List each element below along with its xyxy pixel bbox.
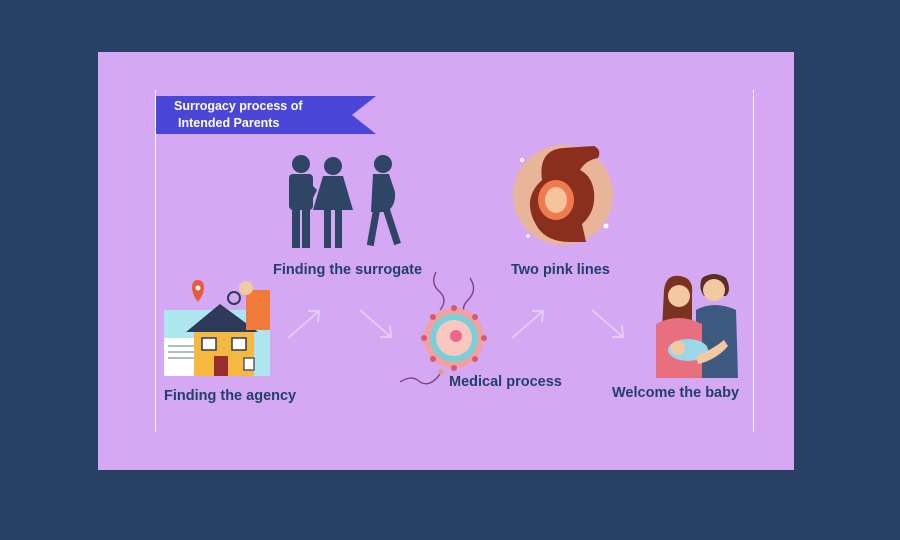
title-banner: Surrogacy process of Intended Parents (156, 96, 376, 134)
banner-ribbon-shape (156, 96, 376, 134)
step-label-medical-process: Medical process (449, 374, 562, 390)
diagram-card: Surrogacy process of Intended Parents Fi… (98, 52, 794, 470)
step-label-finding-surrogate: Finding the surrogate (273, 262, 423, 278)
step-label-two-pink-lines: Two pink lines (511, 262, 610, 278)
egg-cell-icon (400, 271, 487, 385)
step-label-finding-agency: Finding the agency (164, 388, 297, 404)
arrow-down-right-1 (359, 309, 392, 338)
left-divider-line (155, 90, 156, 432)
step-label-welcome-baby: Welcome the baby (612, 385, 740, 401)
right-divider-line (753, 90, 754, 432)
house-agency-icon (164, 280, 270, 376)
family-silhouette-icon (289, 155, 401, 248)
parents-baby-icon (656, 274, 738, 378)
pregnancy-icon (513, 145, 613, 245)
arrow-up-right-1 (287, 310, 320, 339)
arrow-down-right-2 (591, 309, 624, 338)
arrow-up-right-2 (511, 310, 544, 339)
banner-title-line2: Intended Parents (178, 116, 280, 130)
banner-title-line1: Surrogacy process of (174, 99, 303, 113)
